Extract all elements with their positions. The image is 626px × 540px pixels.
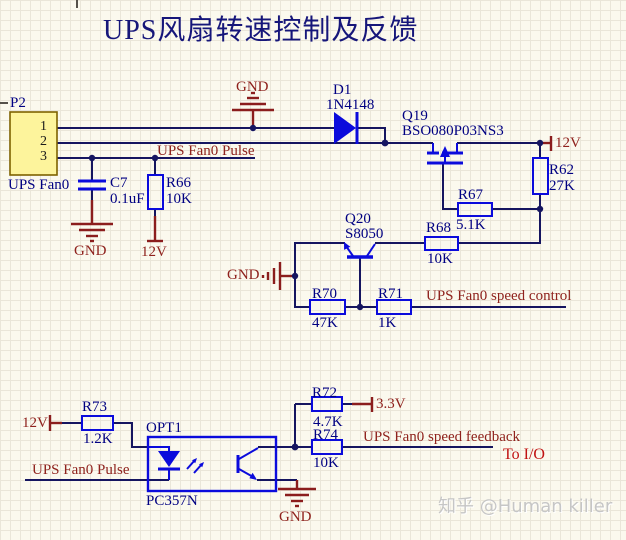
r74-resistor-symbol (311, 439, 343, 455)
12v-label-r66: 12V (141, 244, 167, 260)
p2-pin-3: 3 (40, 149, 47, 164)
12v-label-left: 12V (22, 415, 48, 431)
wire-r73-to-opt (113, 422, 148, 448)
r67-value: 5.1K (456, 217, 486, 233)
c7-value: 0.1uF (110, 191, 145, 207)
r68-resistor-symbol (424, 236, 459, 251)
schematic-title: UPS风扇转速控制及反馈 (103, 15, 419, 46)
c7-capacitor-symbol (78, 179, 106, 191)
r66-ref: R66 (166, 175, 192, 191)
opt1-value: PC357N (146, 493, 198, 509)
p2-ref: P2 (10, 95, 26, 111)
r66-resistor-symbol (147, 174, 164, 210)
gnd-label-mid: GND (227, 267, 260, 283)
r74-ref: R74 (313, 427, 339, 443)
to-io-label: To I/O (503, 446, 545, 463)
opt1-ref: OPT1 (146, 420, 182, 436)
p2-pin-2: 2 (40, 134, 47, 149)
r62-resistor-symbol (532, 157, 549, 195)
r67-ref: R67 (458, 187, 484, 203)
d1-value: 1N4148 (326, 97, 375, 113)
gnd-symbol-mid (261, 262, 295, 290)
p2-connector-box (9, 111, 58, 176)
gnd-label-top: GND (236, 79, 269, 95)
r73-resistor-symbol (81, 415, 114, 431)
r72-value: 4.7K (313, 414, 343, 430)
r70-resistor-symbol (309, 299, 346, 315)
r70-value: 47K (312, 315, 338, 331)
p2-label: UPS Fan0 (8, 177, 70, 193)
components (9, 111, 549, 493)
r67-resistor-symbol (457, 202, 493, 217)
wire-r62-to-r68 (458, 209, 541, 244)
r71-ref: R71 (378, 286, 404, 302)
p2-pin-1: 1 (40, 119, 47, 134)
power-flag-3v3 (352, 397, 374, 412)
r72-ref: R72 (312, 385, 338, 401)
net-label-speed-feedback: UPS Fan0 speed feedback (363, 429, 521, 445)
opt1-optocoupler-symbol (146, 435, 278, 493)
net-label-speed-control: UPS Fan0 speed control (426, 288, 572, 304)
r71-resistor-symbol (376, 299, 412, 315)
r70-ref: R70 (312, 286, 338, 302)
wire-d1-cathode (356, 127, 386, 143)
opto-phototransistor (236, 447, 259, 480)
r62-value: 27K (549, 178, 575, 194)
opto-led (148, 446, 180, 480)
12v-label-right: 12V (555, 135, 581, 151)
net-label-pulse-bottom: UPS Fan0 Pulse (32, 462, 130, 478)
q20-transistor-symbol (344, 242, 376, 259)
gnd-label-bottom: GND (279, 509, 312, 525)
gnd-symbol-top (232, 91, 274, 128)
c7-ref: C7 (110, 175, 128, 191)
net-label-pulse-top: UPS Fan0 Pulse (157, 143, 255, 159)
gnd-label-c7: GND (74, 243, 107, 259)
wire-q19-gate (442, 164, 458, 210)
q20-ref: Q20 (345, 211, 371, 227)
sheet-edge-ticks (0, 0, 78, 104)
gnd-symbol-bottom (278, 480, 316, 508)
power-flag-12v-left (48, 415, 62, 431)
r73-value: 1.2K (83, 431, 113, 447)
r74-value: 10K (313, 455, 339, 471)
watermark: 知乎 @Human killer (438, 496, 613, 517)
q19-ref: Q19 (402, 108, 428, 124)
d1-ref: D1 (333, 82, 352, 98)
d1-diode-symbol (334, 112, 359, 144)
r71-value: 1K (378, 315, 397, 331)
r62-ref: R62 (549, 162, 575, 178)
q19-mosfet-symbol (427, 143, 463, 165)
junction-dots (88, 124, 544, 451)
r68-value: 10K (427, 251, 453, 267)
q19-value: BSO080P03NS3 (402, 123, 504, 139)
r73-ref: R73 (82, 399, 108, 415)
q20-value: S8050 (345, 226, 384, 242)
power-flag-12v-r66 (147, 216, 163, 243)
r66-value: 10K (166, 191, 192, 207)
r68-ref: R68 (426, 220, 452, 236)
r72-resistor-symbol (311, 396, 343, 412)
3v3-label: 3.3V (376, 396, 406, 412)
gnd-symbol-c7 (71, 200, 113, 243)
led-light-arrows (186, 458, 204, 474)
